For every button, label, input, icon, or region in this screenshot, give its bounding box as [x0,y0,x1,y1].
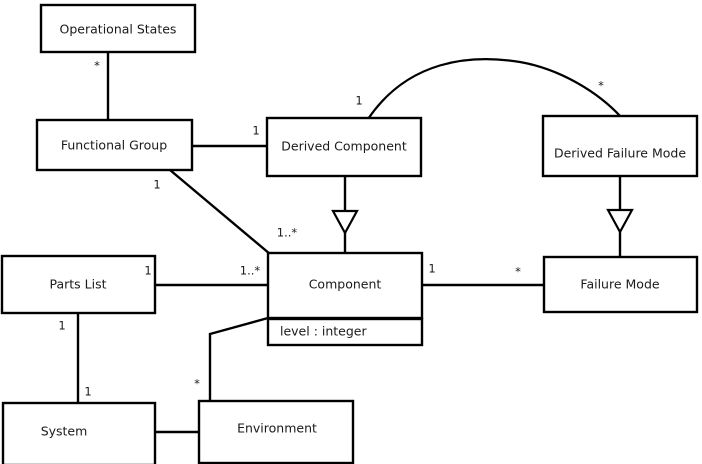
multiplicity-functional-group-derived-component: 1 [252,124,259,138]
multiplicity-parts-list-system-bottom: 1 [84,385,91,399]
class-box-functional-group[interactable]: Functional Group [35,118,194,172]
class-rect-parts-list [0,254,157,315]
multiplicity-derived-component-arc-left: 1 [355,94,362,108]
class-name-derived-failure-mode: Derived Failure Mode [554,146,686,161]
generalization-triangle-derived-failure-mode [606,208,634,235]
multiplicity-operational-states-functional-group: * [94,59,100,73]
multiplicity-functional-group-component-near-fg: 1 [153,178,160,192]
class-rect-failure-mode [542,255,699,314]
class-name-environment: Environment [237,421,317,436]
class-box-parts-list[interactable]: Parts List [0,254,157,315]
class-name-functional-group: Functional Group [61,138,167,153]
class-rect-component [266,251,424,320]
class-name-operational-states: Operational States [60,22,177,37]
multiplicity-component-failure-mode-left: 1 [428,262,435,276]
class-box-derived-component[interactable]: Derived Component [265,116,423,178]
class-attribute-component-level: level : integer [280,324,367,339]
multiplicity-parts-list-component-right: 1..* [240,264,261,278]
class-box-environment[interactable]: Environment [197,399,355,464]
association-functional-group-component [169,169,271,255]
multiplicity-environment-component: * [194,377,200,391]
class-name-component: Component [309,277,382,292]
class-rect-functional-group [35,118,194,172]
class-box-system[interactable]: System [1,401,157,464]
class-box-operational-states[interactable]: Operational States [39,3,197,54]
class-rect-environment [197,399,355,464]
association-environment-component [208,316,269,401]
class-name-failure-mode: Failure Mode [580,277,659,292]
multiplicity-component-failure-mode-right: * [515,265,521,279]
multiplicity-derived-failure-mode-arc-right: * [598,79,604,93]
multiplicity-functional-group-component-near-component: 1..* [277,226,298,240]
multiplicity-parts-list-system-top: 1 [58,319,65,333]
class-rect-operational-states [39,3,197,54]
class-rect-derived-component [265,116,423,178]
class-attributes-rect-component [266,317,424,347]
class-rect-system [1,401,157,464]
multiplicity-parts-list-component-left: 1 [144,264,151,278]
class-name-derived-component: Derived Component [281,139,407,154]
class-box-derived-failure-mode[interactable]: Derived Failure Mode [541,114,699,178]
class-box-failure-mode[interactable]: Failure Mode [542,255,699,314]
class-box-component[interactable]: Component level : integer [266,251,424,347]
class-name-system: System [41,424,88,439]
generalization-triangle-derived-component [331,209,359,236]
association-derived-component-derived-failure-mode [367,58,622,120]
class-rect-derived-failure-mode [541,114,699,178]
class-name-parts-list: Parts List [49,277,106,292]
